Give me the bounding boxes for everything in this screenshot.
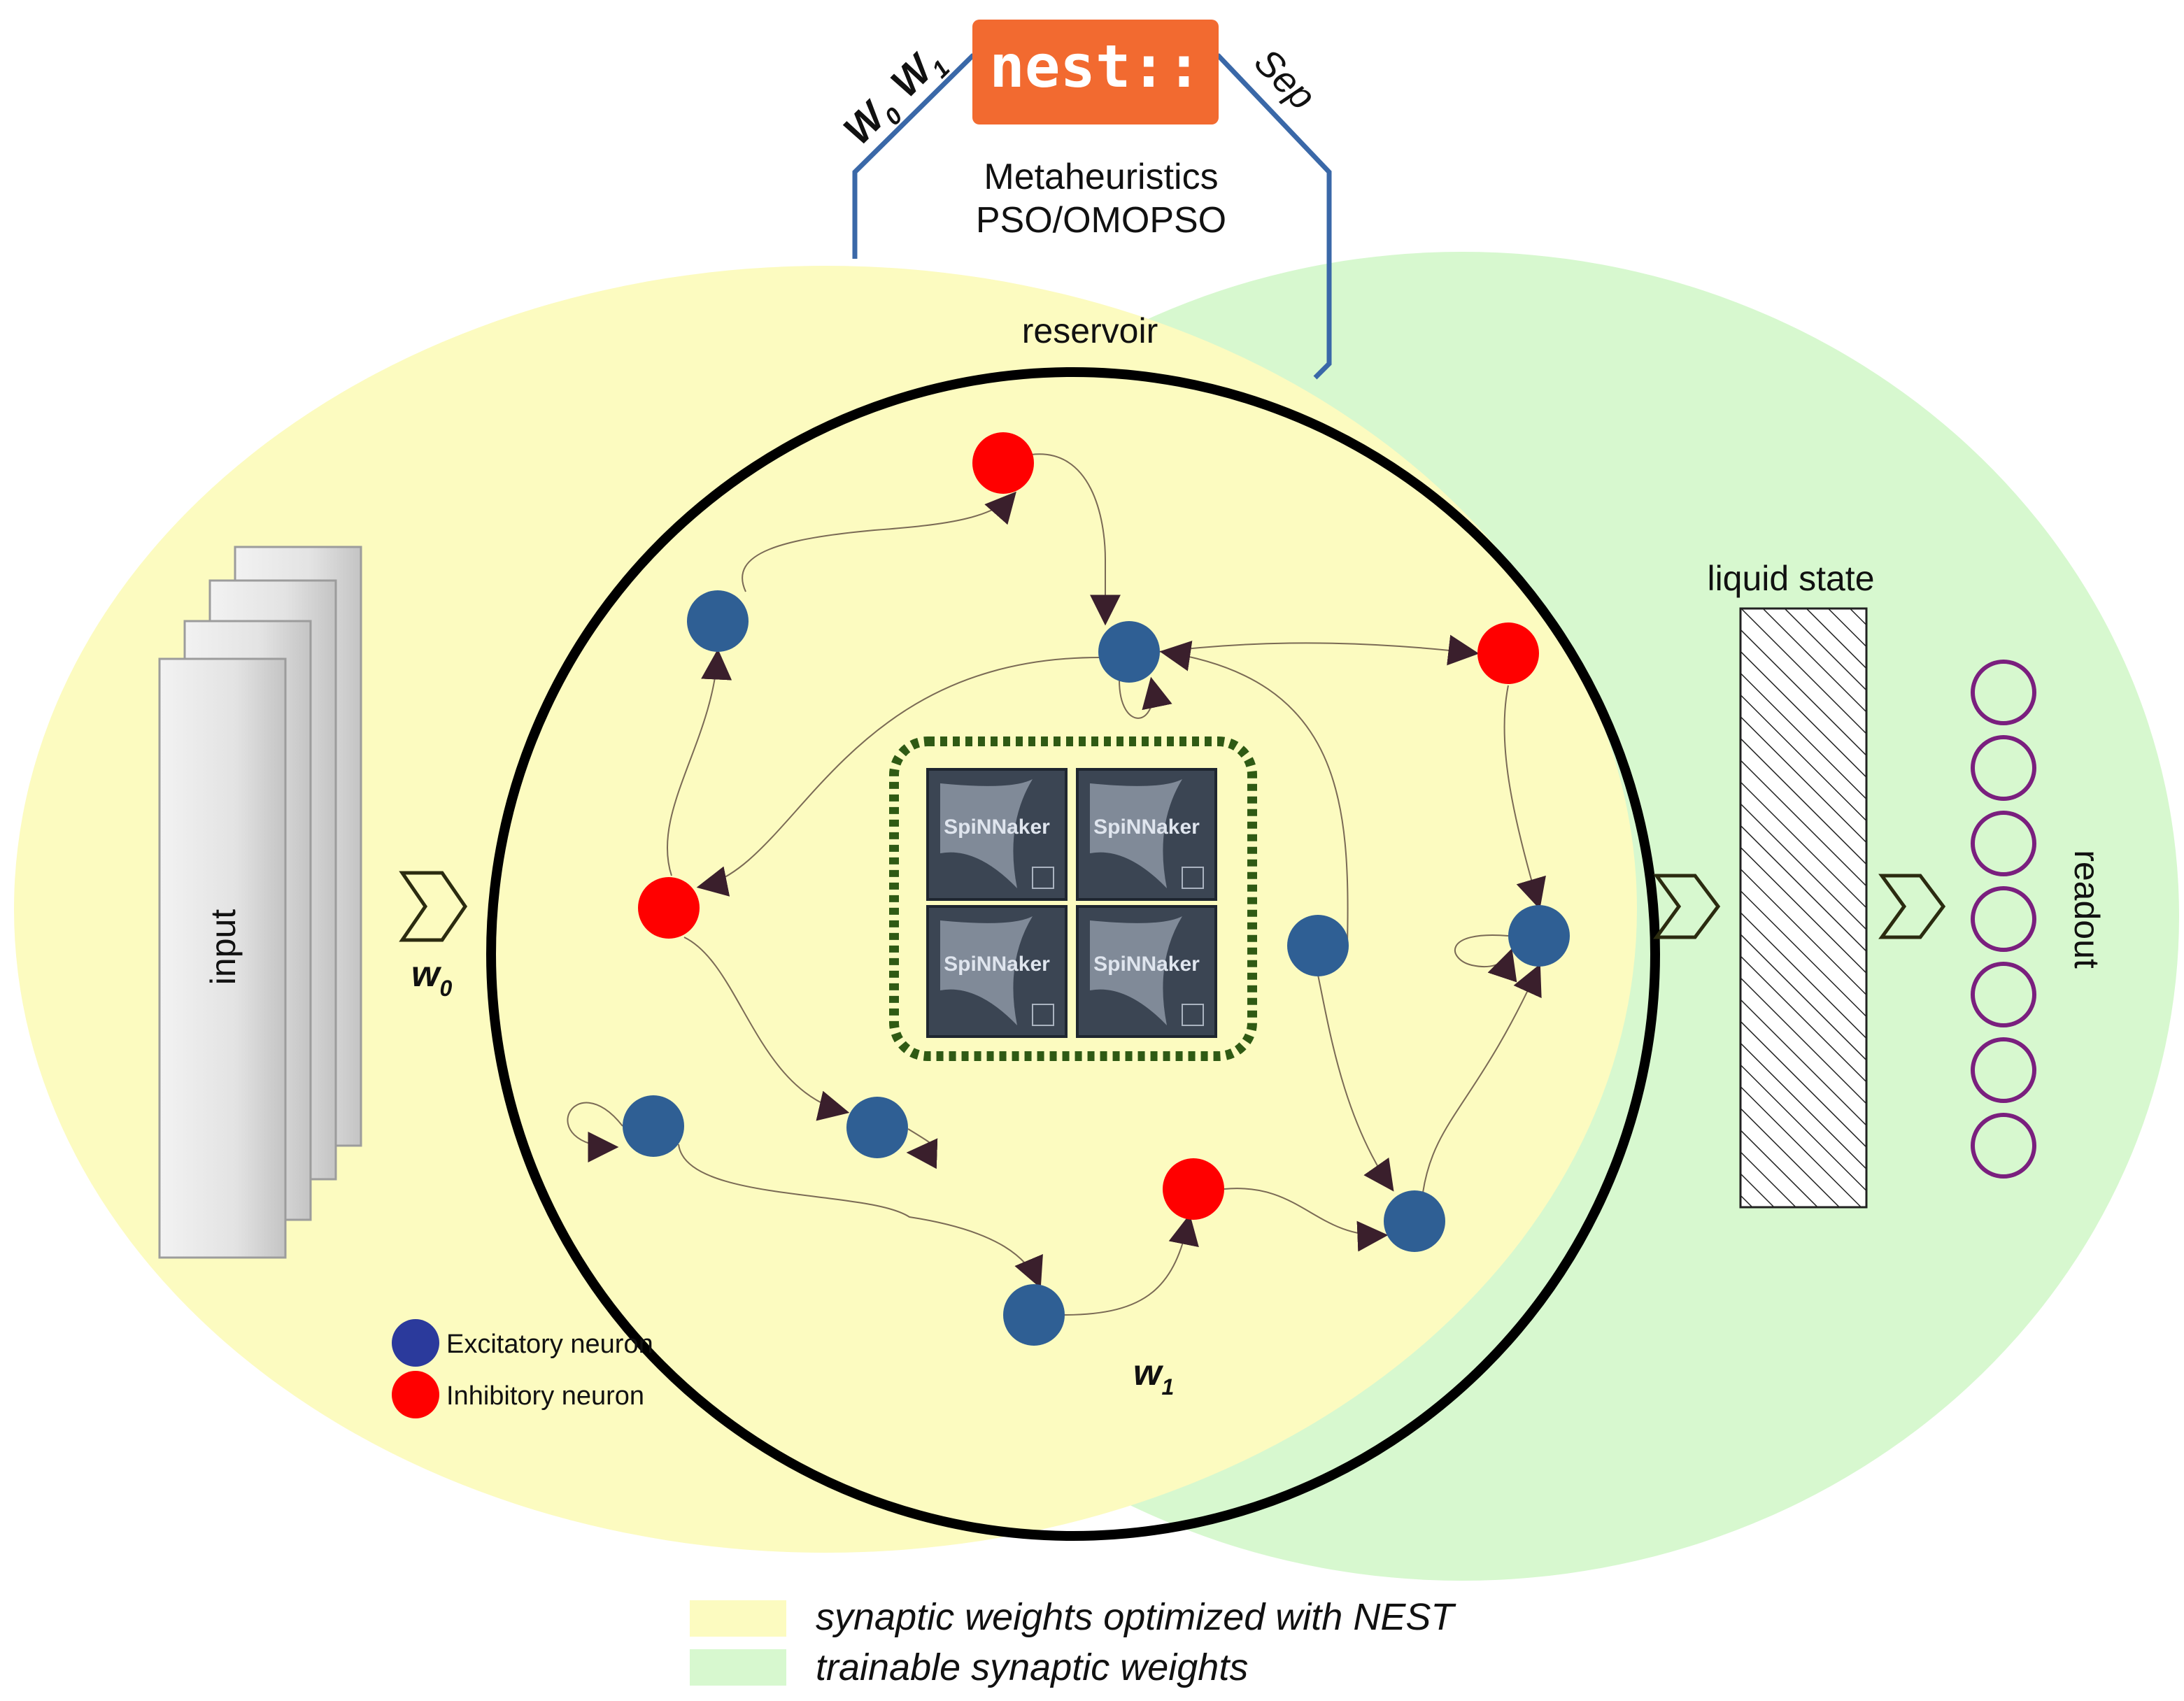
- synapse-connection: [1224, 1188, 1389, 1252]
- spinnaker-chip-label: SpiNNaker: [1093, 816, 1200, 839]
- w0-label: w: [411, 954, 442, 995]
- inhibitory-neuron: [638, 877, 700, 939]
- optimizer-method-line2: PSO/OMOPSO: [976, 200, 1226, 241]
- svg-text:w0: w0: [411, 954, 452, 1001]
- synapse-connection: [1063, 1214, 1199, 1316]
- readout-neuron: [1971, 1113, 2036, 1179]
- param-sep: Sep: [1247, 41, 1324, 118]
- excitatory-neuron: [623, 1095, 684, 1157]
- spinnaker-chip-icon: SpiNNaker: [1076, 768, 1217, 901]
- synapse-connection: [696, 657, 1100, 897]
- synapse-connection: [1317, 974, 1394, 1192]
- synapse-connection: [666, 648, 732, 876]
- synapse-connection: [683, 937, 850, 1121]
- readout-neuron: [1971, 660, 2036, 725]
- inhibitory-legend-icon: [392, 1371, 439, 1418]
- excitatory-neuron: [1098, 621, 1160, 683]
- spinnaker-chip-label: SpiNNaker: [1093, 953, 1200, 976]
- synapse-connection: [1119, 676, 1172, 719]
- yellow-swatch: [690, 1600, 786, 1637]
- synapse-connection: [1030, 453, 1121, 626]
- optimizer-method-line1: Metaheuristics: [984, 157, 1218, 197]
- optimized-region: [14, 266, 1637, 1553]
- inhibitory-neuron: [972, 432, 1034, 494]
- svg-text:w1: w1: [1133, 1353, 1174, 1400]
- readout-label: readout: [2067, 850, 2106, 969]
- readout-neuron: [1971, 811, 2036, 876]
- neuron-legend: Excitatory neuron Inhibitory neuron: [392, 1319, 653, 1418]
- synapse-connection: [1503, 685, 1546, 910]
- liquid-state-label: liquid state: [1707, 559, 1874, 598]
- green-legend-label: trainable synaptic weights: [816, 1646, 1248, 1688]
- excitatory-neuron: [846, 1097, 908, 1158]
- liquid-state-bar: [1739, 607, 1868, 1209]
- readout-neuron: [1971, 962, 2036, 1027]
- excitatory-legend-icon: [392, 1319, 439, 1367]
- readout-layer: [1971, 660, 2036, 1179]
- synapse-connection: [742, 491, 1016, 592]
- readout-neuron: [1971, 886, 2036, 952]
- excitatory-legend-label: Excitatory neuron: [446, 1330, 653, 1359]
- excitatory-neuron: [1508, 905, 1570, 967]
- input-arrow-icon: [399, 871, 468, 942]
- synapse-connection: [678, 1144, 1043, 1289]
- readout-neuron: [1971, 735, 2036, 801]
- yellow-legend-label: synaptic weights optimized with NEST: [816, 1596, 1456, 1638]
- synapse-connection: [567, 1102, 623, 1162]
- w1-sub: 1: [1161, 1374, 1174, 1400]
- spinnaker-chip-label: SpiNNaker: [944, 816, 1050, 839]
- excitatory-neuron: [1003, 1284, 1065, 1346]
- w1-label: w: [1133, 1353, 1164, 1393]
- svg-text:W0W1: W0W1: [835, 37, 955, 157]
- reservoir-boundary: [486, 367, 1660, 1541]
- readout-neuron: [1971, 1037, 2036, 1103]
- readout-arrow-icon: [1878, 874, 1946, 939]
- optimizer-block: nest:: Metaheuristics PSO/OMOPSO W0W1 Se…: [835, 20, 1332, 380]
- spinnaker-chip-icon: SpiNNaker: [1076, 905, 1217, 1038]
- nest-logo-icon: [972, 20, 1219, 124]
- synapse-connection: [1454, 934, 1517, 983]
- reservoir-label: reservoir: [1022, 311, 1158, 350]
- liquid-arrow-icon: [1653, 874, 1721, 939]
- region-legend: synaptic weights optimized with NEST tra…: [690, 1596, 1456, 1688]
- synapse-connection: [1422, 963, 1542, 1193]
- excitatory-neuron: [1287, 915, 1349, 976]
- inhibitory-legend-label: Inhibitory neuron: [446, 1381, 644, 1411]
- input-label: input: [204, 909, 243, 985]
- inhibitory-neuron: [1477, 622, 1539, 684]
- spinnaker-chip-icon: SpiNNaker: [926, 905, 1068, 1038]
- excitatory-neuron: [1384, 1190, 1445, 1252]
- inhibitory-neuron: [1163, 1158, 1224, 1220]
- nest-logo-text: nest::: [989, 32, 1201, 101]
- param-w0: W: [835, 92, 896, 154]
- spinnaker-chip-icon: SpiNNaker: [926, 768, 1068, 901]
- synapse-connection: [906, 1128, 938, 1169]
- synapse-connection: [1159, 641, 1349, 945]
- input-stack: input: [158, 546, 362, 1259]
- w0-sub: 0: [439, 976, 452, 1001]
- spinnaker-chip-label: SpiNNaker: [944, 953, 1050, 976]
- green-swatch: [690, 1649, 786, 1686]
- excitatory-neuron: [687, 590, 749, 652]
